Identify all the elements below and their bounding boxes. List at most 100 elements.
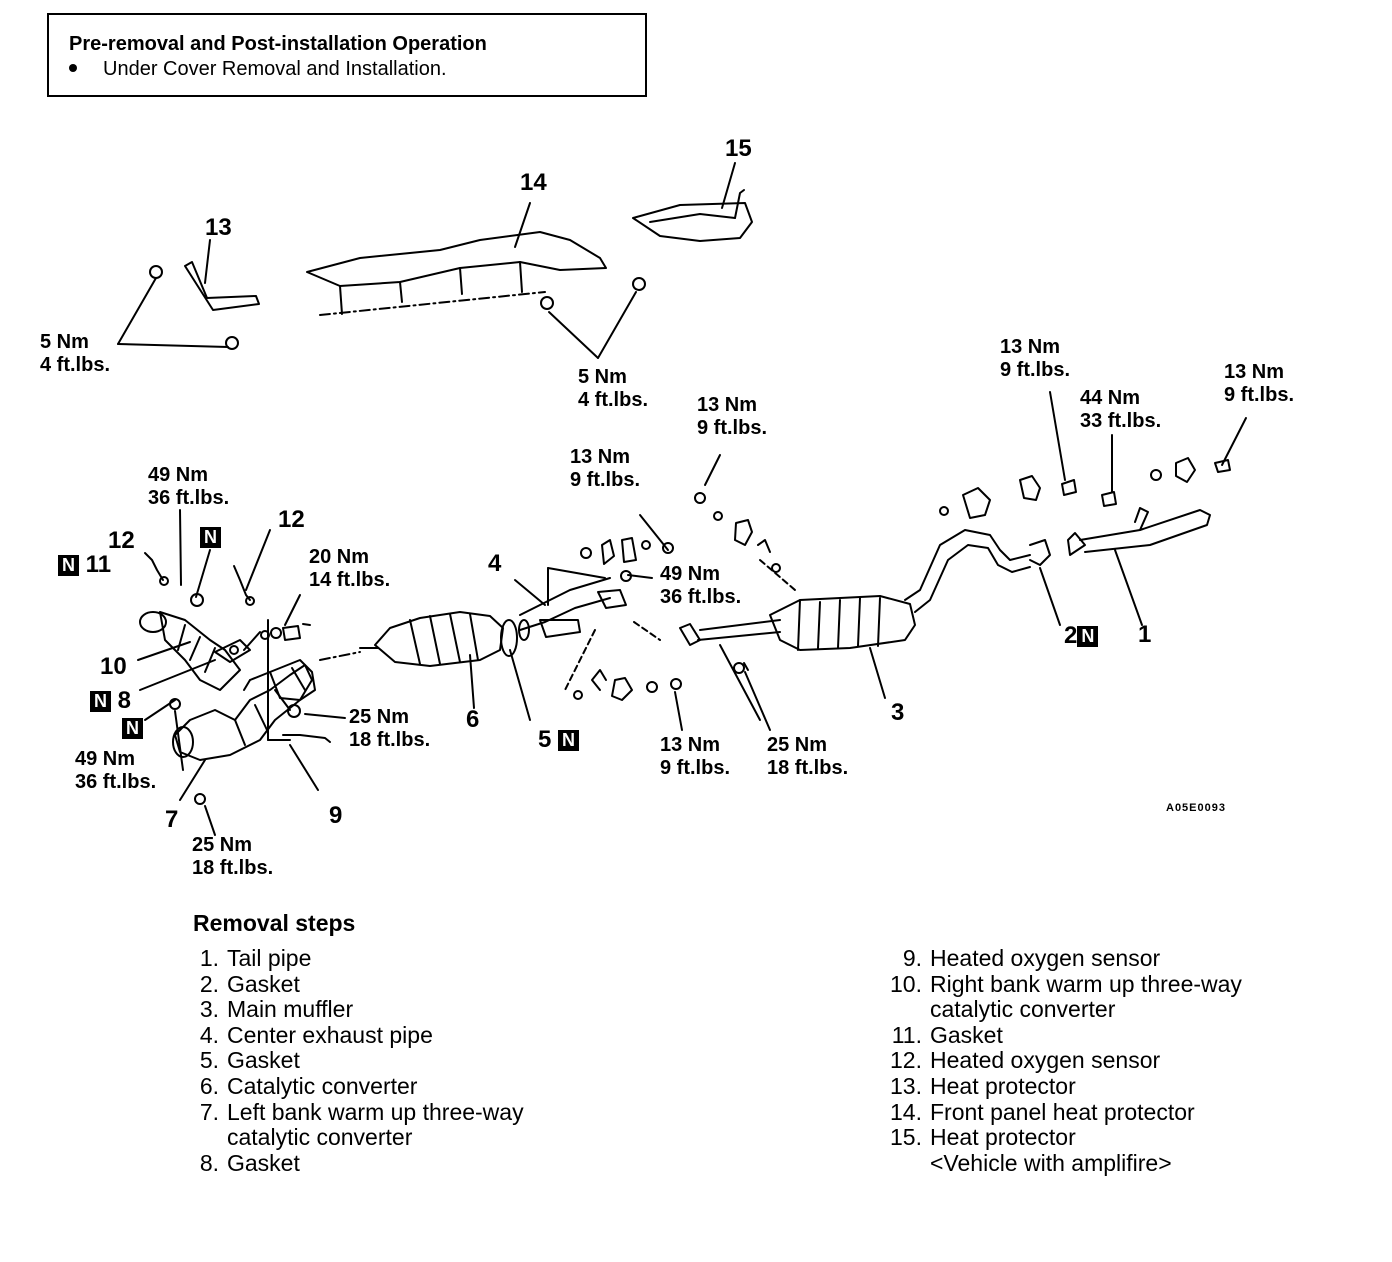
step-text: Heated oxygen sensor: [930, 1047, 1161, 1074]
step-number: [884, 997, 930, 1023]
step-number: 7.: [199, 1098, 219, 1125]
torque-ftlbs: 9 ft.lbs.: [697, 417, 768, 439]
pre-removal-title: Pre-removal and Post-installation Operat…: [69, 33, 487, 55]
step-number: 11.: [891, 1021, 922, 1048]
step-text: Main muffler: [227, 996, 354, 1023]
callout-11: N 11: [58, 552, 111, 578]
heat-protector-13: [149, 261, 260, 350]
figure-code: A05E0093: [1166, 802, 1226, 814]
torque-ftlbs: 9 ft.lbs.: [1224, 384, 1295, 406]
front-panel-heat-protector-14: [306, 231, 607, 316]
step-text: Catalytic converter: [227, 1072, 418, 1099]
step-number: 9.: [902, 945, 922, 971]
removal-steps-left: 1. Tail pipe 2. Gasket 3. Main muffler 4.Ce…: [193, 945, 524, 1177]
callout-8-text: 8: [117, 687, 132, 714]
callout-3: 3: [891, 699, 905, 726]
torque-nm: 13 Nm: [697, 394, 758, 416]
step-text: Tail pipe: [227, 945, 312, 971]
torque-nm: 44 Nm: [1080, 387, 1141, 409]
pre-removal-box: Pre-removal and Post-installation Operat…: [47, 13, 647, 97]
n-mark-left: N: [122, 717, 143, 740]
right-bank-warmup-converter-10: [139, 611, 241, 691]
list-item: 2. Gasket: [193, 970, 524, 998]
intermediate-pipe: [904, 475, 1117, 613]
torque-ftlbs: 36 ft.lbs.: [148, 487, 230, 509]
list-item: 5.Gasket: [193, 1048, 524, 1074]
step-text: Gasket: [930, 1021, 1003, 1048]
torque-nm: 5 Nm: [578, 366, 627, 388]
left-bank-warmup-converter-7: [172, 664, 313, 761]
callout-7: 7: [165, 806, 179, 833]
torque-ftlbs: 9 ft.lbs.: [660, 757, 731, 779]
callout-15: 15: [725, 135, 752, 162]
n-mark-icon: N: [90, 691, 111, 713]
torque-ftlbs: 4 ft.lbs.: [40, 354, 111, 376]
torque-ftlbs: 14 ft.lbs.: [309, 569, 391, 591]
list-item: 15. Heat protector: [884, 1125, 1242, 1151]
list-item: 4.Center exhaust pipe: [193, 1021, 524, 1049]
pre-removal-item: Under Cover Removal and Installation.: [69, 58, 447, 81]
callout-1: 1: [1138, 621, 1152, 648]
list-item: 11. Gasket: [884, 1021, 1242, 1049]
callout-8: N 8: [90, 688, 131, 714]
step-text: Heat protector: [930, 1072, 1076, 1099]
torque-ftlbs: 36 ft.lbs.: [660, 586, 742, 608]
front-pipe-joint: [243, 619, 316, 741]
studs-20nm: [260, 623, 311, 641]
step-text: Right bank warm up three-way: [930, 970, 1242, 997]
callout-9: 9: [329, 802, 343, 829]
step-number: 3.: [199, 996, 219, 1023]
step-text: Gasket: [227, 970, 300, 997]
callout-14: 14: [520, 169, 547, 196]
torque-ftlbs: 36 ft.lbs.: [75, 771, 157, 793]
step-number: [884, 1151, 930, 1177]
list-item: 1. Tail pipe: [193, 945, 524, 972]
list-item: <Vehicle with amplifire>: [884, 1150, 1242, 1177]
bullet-icon: [69, 63, 77, 72]
heat-protector-15: [632, 189, 753, 242]
torque-nm: 49 Nm: [660, 563, 721, 585]
list-item: 6. Catalytic converter: [193, 1072, 524, 1100]
step-number: 1.: [199, 945, 219, 971]
step-number: 6.: [199, 1072, 219, 1099]
torque-nm: 25 Nm: [767, 734, 828, 756]
step-number: 15.: [890, 1124, 922, 1151]
callout-5-text: 5: [538, 726, 552, 753]
step-number: 8.: [199, 1149, 219, 1176]
callout-11-text: 11: [85, 551, 112, 578]
callout-12-left: 12: [108, 527, 135, 554]
removal-steps-right: 9. Heated oxygen sensor 10. Right bank war…: [884, 945, 1242, 1177]
step-text: Front panel heat protector: [930, 1098, 1195, 1125]
n-mark-icon: N: [58, 555, 79, 577]
step-number: 2.: [199, 970, 219, 997]
step-number: 10.: [890, 970, 922, 997]
removal-steps-title: Removal steps: [193, 910, 356, 936]
list-item: 8.Gasket: [193, 1149, 524, 1177]
torque-nm: 25 Nm: [349, 706, 410, 728]
list-item: 7. Left bank warm up three-way: [193, 1098, 524, 1126]
step-text: Heat protector: [930, 1124, 1076, 1151]
torque-nm: 13 Nm: [660, 734, 721, 756]
exhaust-diagram: [117, 162, 1247, 836]
step-number: 4.: [199, 1021, 219, 1048]
torque-nm: 13 Nm: [1000, 336, 1061, 358]
callout-4: 4: [488, 550, 502, 577]
callout-12-right: 12: [278, 506, 305, 533]
step-text: Left bank warm up three-way: [227, 1098, 524, 1125]
step-number: 12.: [890, 1047, 922, 1074]
torque-ftlbs: 9 ft.lbs.: [570, 469, 641, 491]
list-item: 13.Heat protector: [884, 1072, 1242, 1100]
callout-6: 6: [466, 706, 480, 733]
heated-oxygen-sensor-12: [144, 552, 255, 606]
